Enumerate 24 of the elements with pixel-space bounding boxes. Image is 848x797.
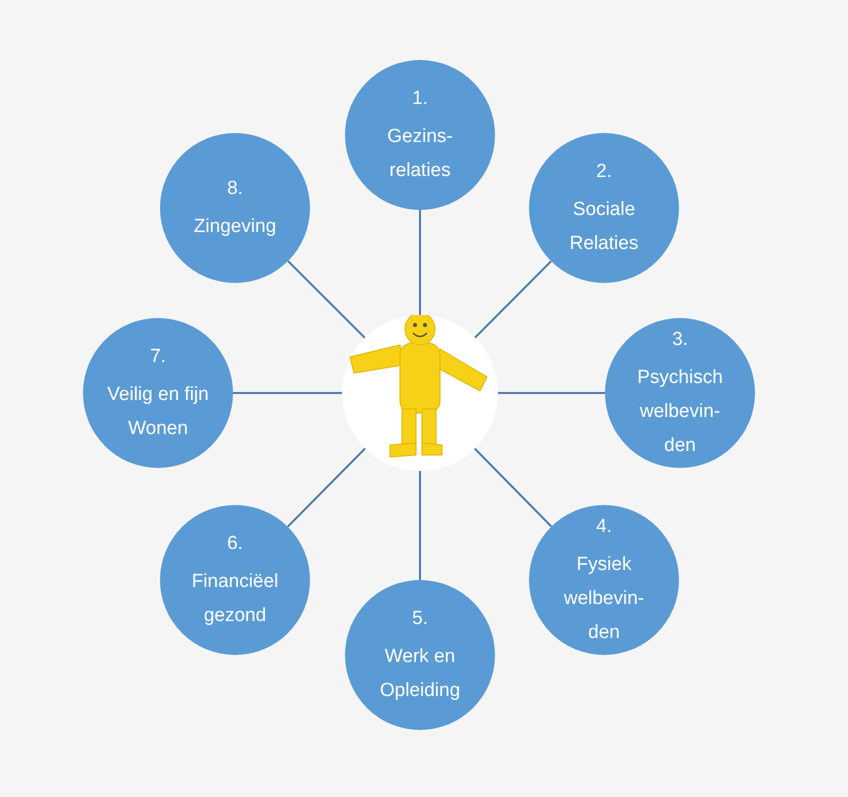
connector-line — [474, 260, 552, 338]
connector-line — [419, 210, 421, 315]
topic-number: 4. — [596, 515, 612, 539]
topic-number: 2. — [596, 160, 612, 184]
topic-label: Zingeving — [194, 215, 276, 239]
topic-number: 3. — [672, 328, 688, 352]
topic-label: Fysiek welbevin- den — [562, 553, 646, 645]
topic-number: 5. — [412, 607, 428, 631]
topic-number: 1. — [412, 87, 428, 111]
connector-line — [287, 260, 366, 339]
topic-number: 6. — [227, 532, 243, 556]
connector-line — [287, 448, 366, 528]
topic-number: 7. — [150, 345, 166, 369]
topic-label: Psychisch welbevin- den — [636, 366, 724, 458]
topic-label: Gezins- relaties — [386, 125, 454, 183]
topic-label: Veilig en fijn Wonen — [106, 383, 210, 441]
connector-line — [233, 392, 342, 394]
connector-line — [498, 392, 605, 394]
topic-number: 8. — [227, 177, 243, 201]
topic-label: Financiëel gezond — [190, 570, 280, 628]
connector-line — [474, 448, 552, 528]
topic-label: Sociale Relaties — [568, 198, 640, 256]
topic-label: Werk en Opleiding — [378, 645, 462, 703]
connector-line — [419, 471, 421, 580]
